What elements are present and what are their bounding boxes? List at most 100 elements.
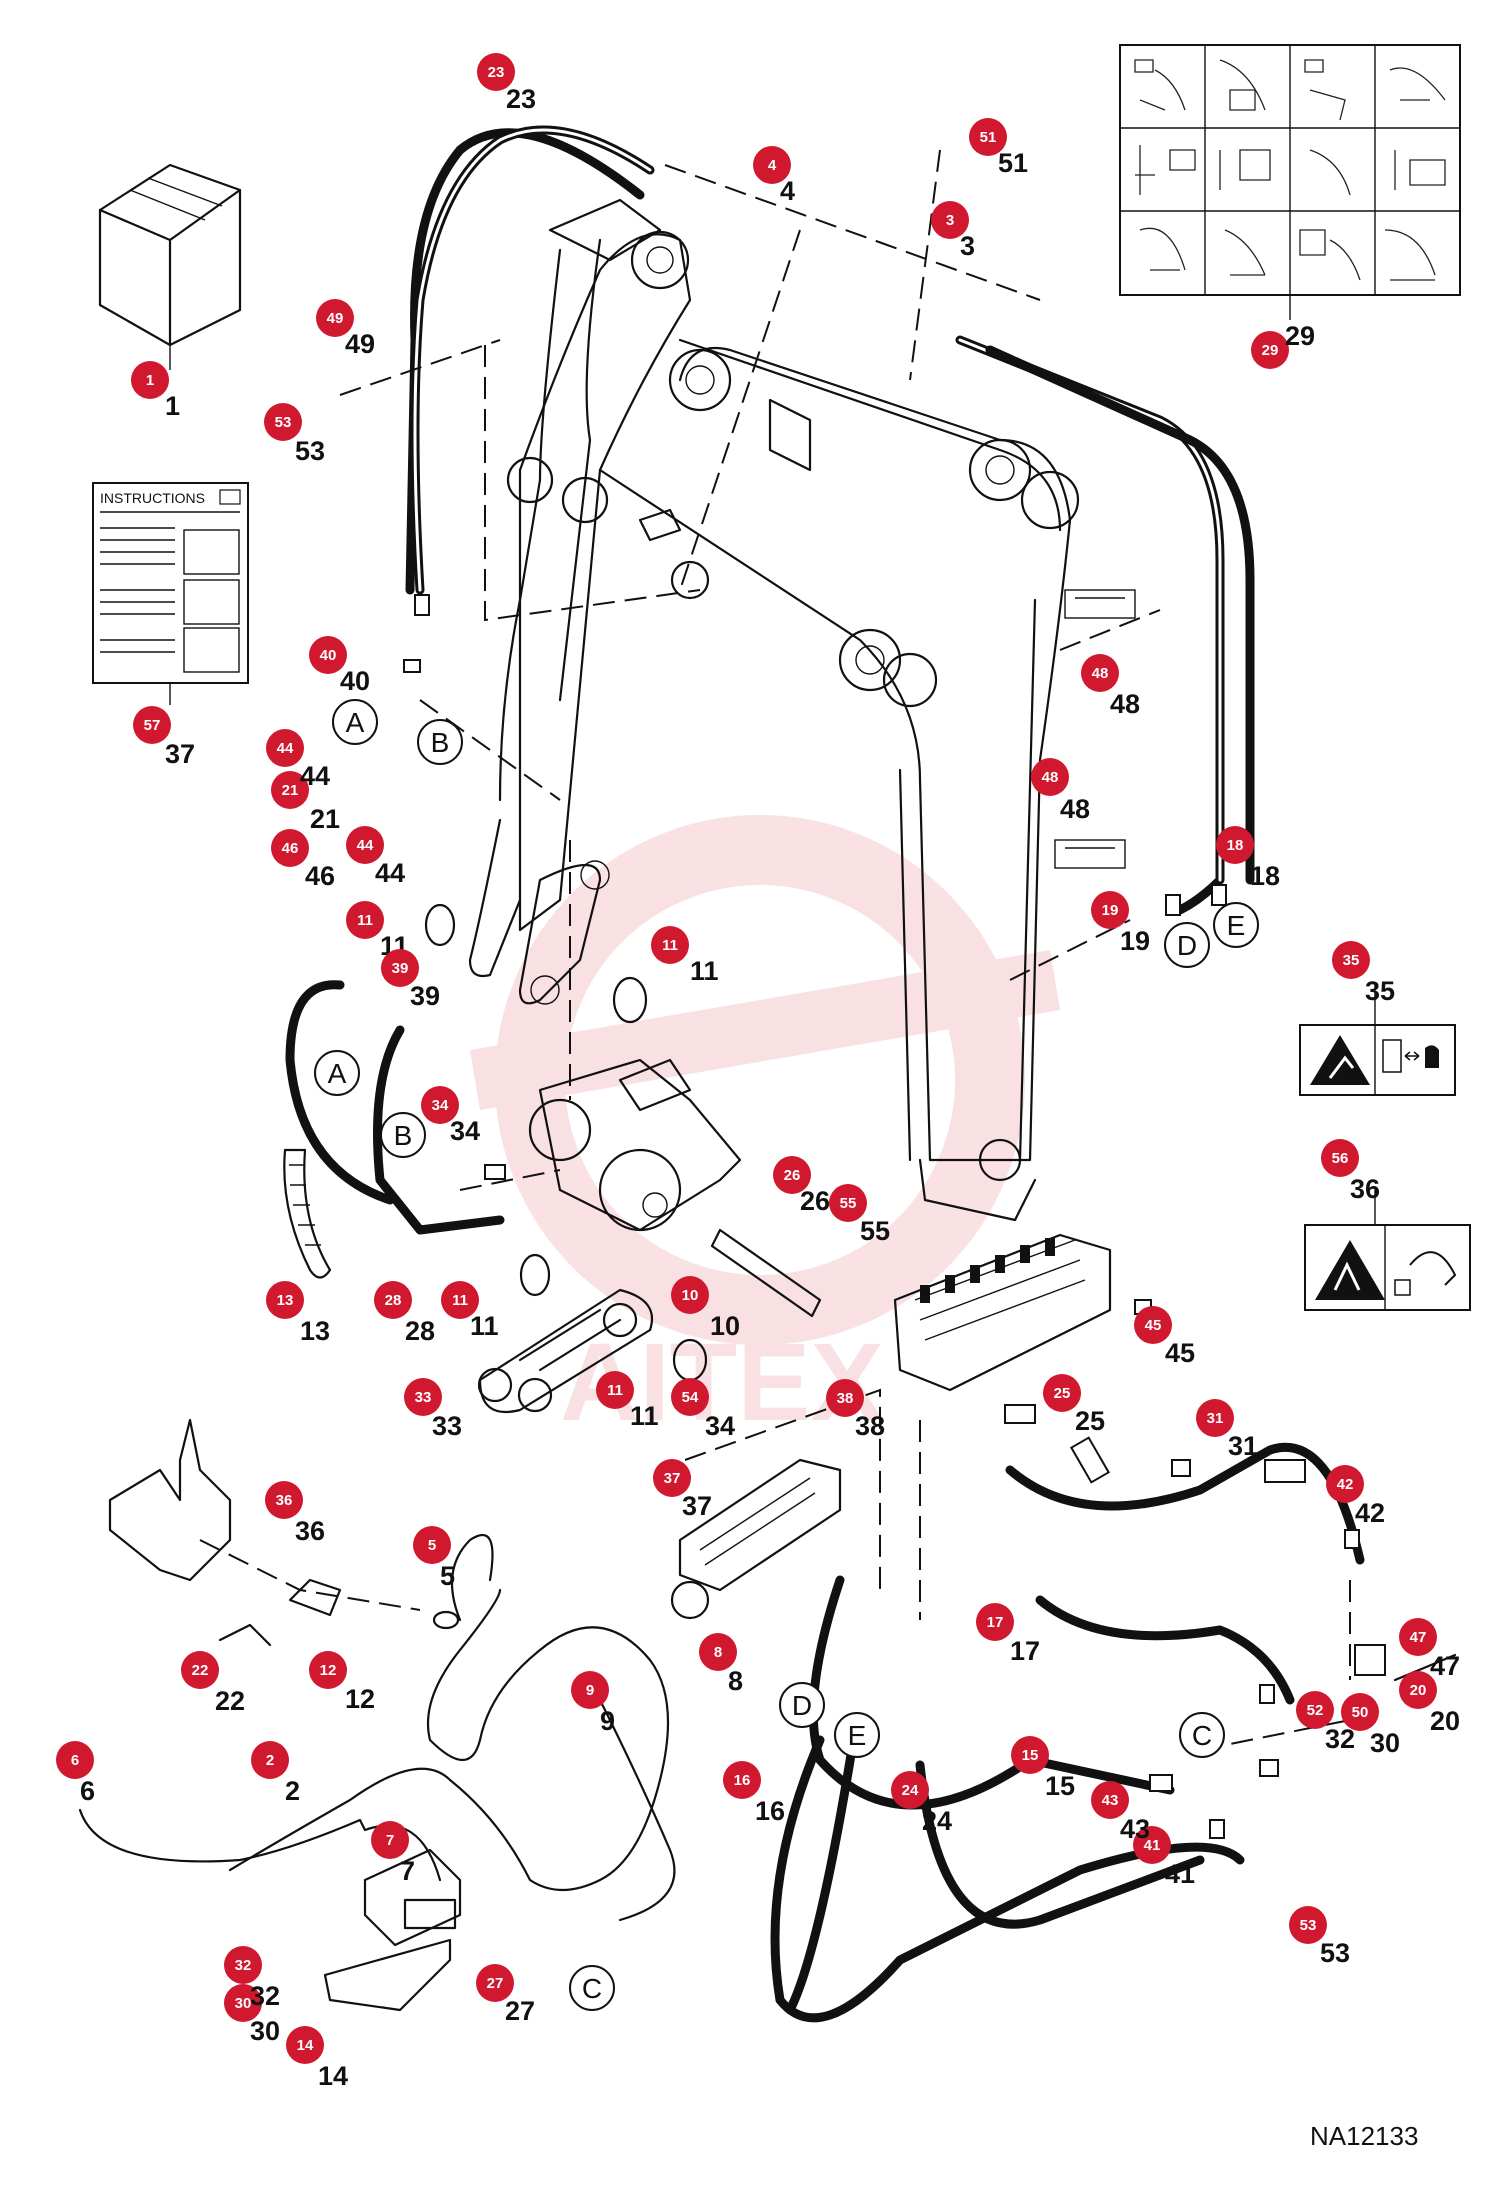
callout-part-number: 10 — [710, 1311, 740, 1341]
callout-part-number: 38 — [855, 1411, 885, 1441]
callout-c44a: 44 44 — [266, 729, 330, 791]
callout-badge-number: 56 — [1332, 1150, 1349, 1167]
callout-part-number: 4 — [780, 176, 795, 206]
callout-part-number: 11 — [470, 1311, 499, 1341]
callout-badge — [969, 118, 1007, 156]
connector-e-bottom-label: E — [848, 1720, 867, 1751]
callout-badge-number: 5 — [428, 1537, 436, 1554]
callout-badge — [753, 146, 791, 184]
callout-badge — [671, 1276, 709, 1314]
callout-badge-number: 11 — [662, 937, 678, 954]
callout-badge-number: 39 — [392, 960, 409, 977]
callout-badge — [1134, 1306, 1172, 1344]
callout-part-number: 55 — [860, 1216, 890, 1246]
callout-badge — [671, 1378, 709, 1416]
callout-badge-number: 3 — [946, 212, 954, 229]
callout-badge-number: 11 — [357, 912, 373, 929]
drawing-code: NA12133 — [1310, 2121, 1418, 2151]
callout-badge-number: 1 — [146, 372, 154, 389]
callout-badge-number: 43 — [1102, 1792, 1119, 1809]
callout-part-number: 27 — [505, 1996, 535, 2026]
callout-badge-number: 44 — [277, 740, 294, 757]
callout-badge — [56, 1741, 94, 1779]
callout-badge-number: 23 — [488, 64, 505, 81]
callout-part-number: 14 — [318, 2061, 348, 2091]
callout-c21: 21 21 — [271, 771, 340, 834]
callout-badge — [374, 1281, 412, 1319]
callout-badge-number: 21 — [282, 782, 299, 799]
callout-badge-number: 46 — [282, 840, 299, 857]
callout-part-number: 2 — [285, 1776, 300, 1806]
callout-part-number: 36 — [1350, 1174, 1380, 1204]
callout-badge-number: 6 — [71, 1752, 79, 1769]
callout-part-number: 21 — [310, 804, 340, 834]
callout-badge — [251, 1741, 289, 1779]
callout-badge — [309, 636, 347, 674]
callout-part-number: 32 — [1325, 1724, 1355, 1754]
callout-badge-number: 49 — [327, 310, 344, 327]
callout-badge-number: 27 — [487, 1975, 504, 1992]
callout-c2: 22 — [251, 1741, 300, 1806]
connector-b-label: B — [431, 727, 450, 758]
callout-badge — [371, 1821, 409, 1859]
callout-badge-number: 22 — [192, 1662, 209, 1679]
callout-part-number: 17 — [1010, 1636, 1040, 1666]
connector-e-circle — [1213, 902, 1259, 948]
callout-badge-number: 20 — [1410, 1682, 1427, 1699]
callout-badge — [1341, 1693, 1379, 1731]
callout-part-number: 8 — [728, 1666, 743, 1696]
callout-part-number: 15 — [1045, 1771, 1075, 1801]
callout-part-number: 7 — [400, 1856, 415, 1886]
callout-badge — [1399, 1671, 1437, 1709]
callout-part-number: 44 — [300, 761, 330, 791]
callout-part-number: 1 — [165, 391, 180, 421]
callout-badge — [441, 1281, 479, 1319]
connector-a-left-label: A — [328, 1058, 347, 1089]
diverter-valve — [670, 1458, 842, 1620]
callout-part-number: 48 — [1060, 794, 1090, 824]
connector-e-label: E — [1227, 910, 1246, 941]
callout-badge-number: 2 — [266, 1752, 274, 1769]
pin-10 — [710, 1228, 822, 1318]
callout-badge — [1091, 1781, 1129, 1819]
callout-part-number: 31 — [1228, 1431, 1258, 1461]
callout-badge-number: 38 — [837, 1390, 854, 1407]
callout-c1: 11 — [131, 361, 180, 421]
callout-part-number: 11 — [630, 1401, 659, 1431]
mounting-bracket — [108, 1418, 460, 1647]
callout-badge — [1332, 941, 1370, 979]
watermark-gear-ring — [495, 815, 1025, 1345]
callout-badge — [1326, 1465, 1364, 1503]
callout-part-number: 48 — [1110, 689, 1140, 719]
connector-c-bottom-circle — [569, 1965, 615, 2011]
callout-badge — [131, 361, 169, 399]
callout-part-number: 49 — [345, 329, 375, 359]
fittings — [403, 594, 1457, 1839]
callout-badge-number: 42 — [1337, 1476, 1354, 1493]
connector-a-label: A — [346, 707, 365, 738]
coupler-assembly — [528, 1058, 822, 1318]
callout-badge — [133, 706, 171, 744]
callout-badge — [1011, 1736, 1049, 1774]
callout-part-number: 5 — [440, 1561, 455, 1591]
connector-c-bottom-label: C — [582, 1973, 602, 2004]
callout-part-number: 33 — [432, 1411, 462, 1441]
callout-part-number: 36 — [295, 1516, 325, 1546]
callout-badge — [346, 826, 384, 864]
callout-part-number: 16 — [755, 1796, 785, 1826]
callout-badge-number: 16 — [734, 1772, 751, 1789]
